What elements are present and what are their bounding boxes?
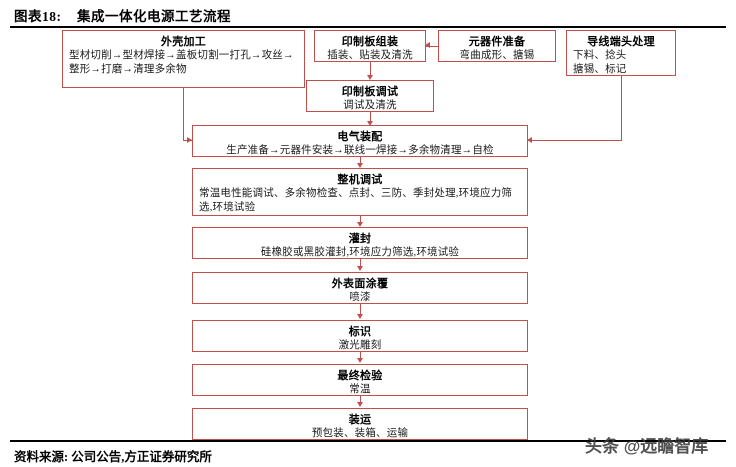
arrowhead-inspection-to-shipping xyxy=(357,402,363,407)
figure-label: 图表18: xyxy=(14,9,62,24)
source-note: 资料来源: 公司公告,方正证券研究所 xyxy=(14,450,212,464)
node-body: 激光雕刻 xyxy=(338,340,382,351)
connector-debug-to-potting xyxy=(360,216,361,224)
arrowhead-marking-to-inspection xyxy=(357,358,363,363)
node-machine-debug: 整机调试 常温电性能调试、多余物检查、点封、三防、季封处理,环境应力筛选,环境试… xyxy=(192,168,528,216)
node-surface-coating: 外表面涂覆 喷漆 xyxy=(192,272,528,304)
footer-divider xyxy=(10,440,726,442)
connector-pcb-assembly-to-debug xyxy=(370,62,371,76)
node-title: 导线端头处理 xyxy=(587,36,655,48)
node-wire-end-treatment: 导线端头处理 下料、捻头 搪锡、标记 xyxy=(566,30,676,76)
connector-assembly-to-debug xyxy=(360,157,361,165)
connector-wire-to-assembly-v xyxy=(621,76,622,141)
node-pcb-debug: 印制板调试 调试及清洗 xyxy=(306,80,434,112)
arrowhead-coating-to-marking xyxy=(357,314,363,319)
node-body: 弯曲成形、搪锡 xyxy=(459,50,535,61)
node-shipping: 装运 预包装、装箱、运输 xyxy=(192,408,528,440)
connector-pcb-debug-to-assembly xyxy=(370,112,371,124)
arrowhead-assembly-to-debug xyxy=(357,163,363,168)
arrowhead-potting-to-coating xyxy=(357,266,363,271)
connector-marking-to-inspection xyxy=(360,352,361,360)
connector-coating-to-marking xyxy=(360,304,361,315)
node-electrical-assembly: 电气装配 生产准备→元器件安装→联线一焊接→多余物清理→自检 xyxy=(192,125,528,157)
connector-wire-to-assembly-h xyxy=(532,140,621,141)
node-component-prep: 元器件准备 弯曲成形、搪锡 xyxy=(438,30,556,62)
node-marking: 标识 激光雕刻 xyxy=(192,320,528,352)
node-body: 硅橡胶或黑胶灌封,环境应力筛选,环境试验 xyxy=(260,247,460,258)
arrowhead-wire-to-assembly xyxy=(527,137,532,143)
node-pcb-assembly: 印制板组装 插装、贴装及清洗 xyxy=(314,30,426,62)
title-divider xyxy=(10,26,726,28)
node-body: 插装、贴装及清洗 xyxy=(327,50,413,61)
arrowhead-debug-to-potting xyxy=(357,222,363,227)
watermark: 头条 @远瞻智库 xyxy=(585,437,709,456)
node-body: 喷漆 xyxy=(349,292,371,303)
node-title: 外壳加工 xyxy=(160,36,207,48)
node-title: 装运 xyxy=(348,414,372,426)
node-title: 整机调试 xyxy=(337,174,383,186)
connector-component-to-pcb xyxy=(426,46,438,47)
node-body: 型材切削→型材焊接→盖板切割一打孔→攻丝→整形→打磨→清理多余物 xyxy=(69,50,294,75)
node-body: 预包装、装箱、运输 xyxy=(311,428,409,439)
arrowhead-component-to-pcb xyxy=(425,42,430,48)
node-shell-processing: 外壳加工 型材切削→型材焊接→盖板切割一打孔→攻丝→整形→打磨→清理多余物 xyxy=(62,30,305,88)
node-title: 灌封 xyxy=(348,233,372,245)
connector-shell-to-assembly-v xyxy=(183,88,184,141)
node-title: 印制板调试 xyxy=(341,86,399,98)
figure-title-text: 集成一体化电源工艺流程 xyxy=(77,9,231,24)
node-title: 标识 xyxy=(348,326,372,338)
node-body: 生产准备→元器件安装→联线一焊接→多余物清理→自检 xyxy=(226,145,494,156)
arrowhead-shell-to-assembly xyxy=(187,137,192,143)
node-title: 最终检验 xyxy=(337,370,383,382)
node-title: 印制板组装 xyxy=(341,36,399,48)
arrowhead-pcb-debug-to-assembly xyxy=(367,121,373,126)
arrowhead-pcb-assembly-to-debug xyxy=(367,75,373,80)
node-body: 常温电性能调试、多余物检查、点封、三防、季封处理,环境应力筛选,环境试验 xyxy=(199,188,513,213)
connector-potting-to-coating xyxy=(360,259,361,268)
node-title: 电气装配 xyxy=(337,131,383,143)
connector-inspection-to-shipping xyxy=(360,396,361,403)
node-title: 元器件准备 xyxy=(468,36,526,48)
node-body: 下料、捻头 搪锡、标记 xyxy=(573,50,627,75)
node-potting: 灌封 硅橡胶或黑胶灌封,环境应力筛选,环境试验 xyxy=(192,227,528,259)
node-body: 常温 xyxy=(349,384,371,395)
node-title: 外表面涂覆 xyxy=(331,278,389,290)
page-title: 图表18: 集成一体化电源工艺流程 xyxy=(14,5,231,25)
node-body: 调试及清洗 xyxy=(343,100,397,111)
node-final-inspection: 最终检验 常温 xyxy=(192,364,528,396)
